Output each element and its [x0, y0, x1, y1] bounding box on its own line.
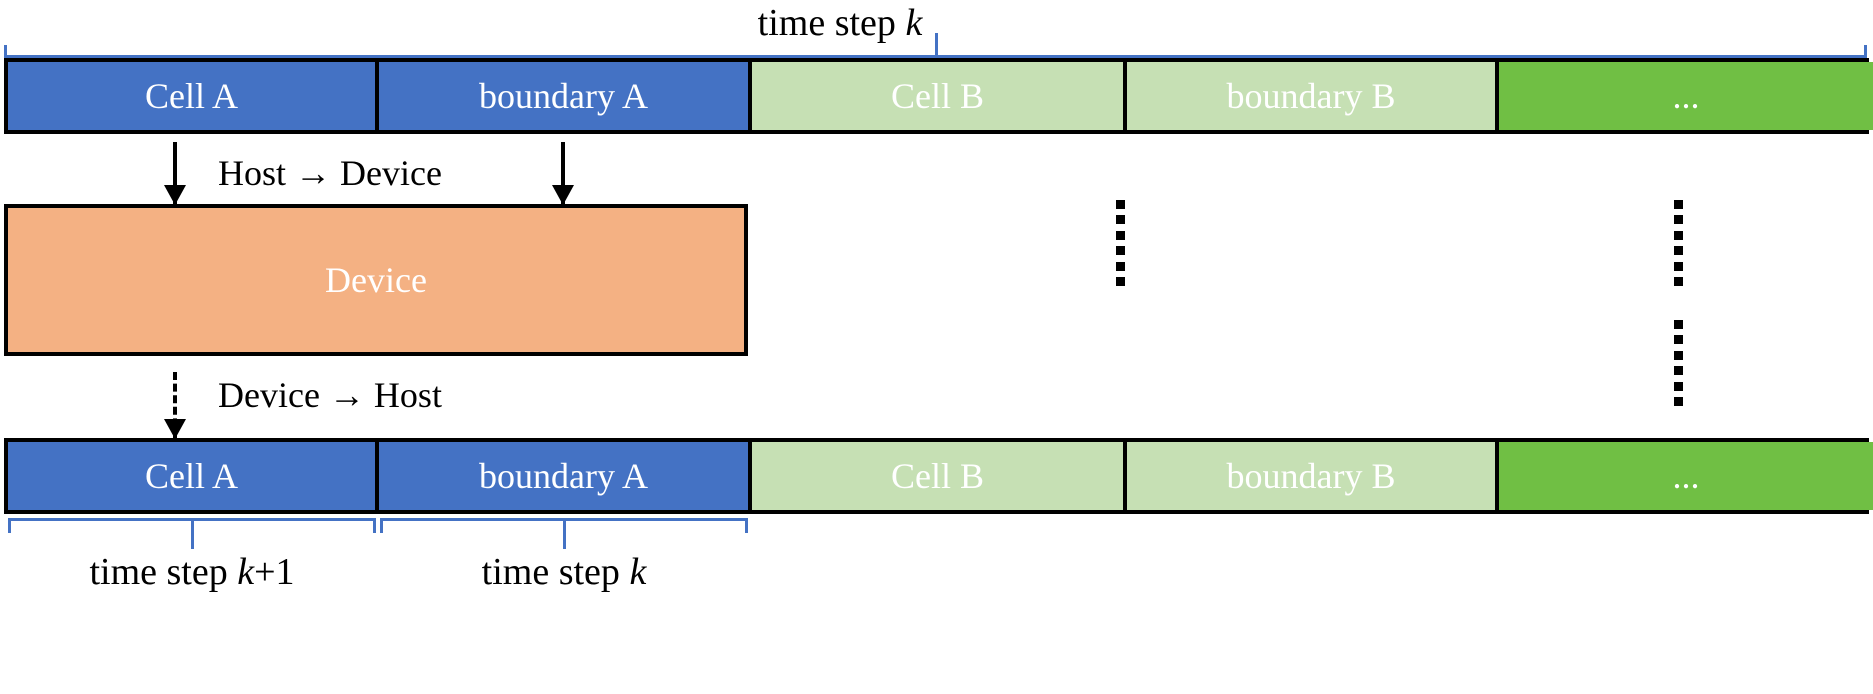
ellipsis-dot	[1674, 215, 1683, 225]
bottom-brace-label-2: time step k	[380, 550, 748, 594]
brace-left-tick	[380, 518, 383, 533]
brace-label-prefix: time step	[89, 551, 238, 593]
top-cell-4-label: ...	[1672, 76, 1700, 116]
vertical-ellipsis-0-0	[1116, 200, 1125, 286]
host-to-device-arrow-right	[552, 142, 574, 205]
ellipsis-dot	[1116, 230, 1125, 240]
brace-right-tick	[373, 518, 376, 533]
bottom-cell-2: Cell B	[752, 442, 1127, 510]
bottom-brace-label-1: time step k+1	[8, 550, 376, 594]
bottom-brace-k-plus-1: time step k+1	[8, 518, 376, 593]
ellipsis-dot	[1116, 246, 1125, 256]
ellipsis-dot	[1674, 320, 1683, 329]
top-cell-3-label: boundary B	[1226, 76, 1396, 116]
top-cell-2-label: Cell B	[890, 76, 984, 116]
top-time-step-symbol: k	[905, 2, 923, 44]
arrow-head	[164, 185, 186, 205]
top-cell-3: boundary B	[1127, 62, 1499, 130]
ellipsis-dot	[1674, 261, 1683, 271]
arrow-shaft-dashed	[173, 372, 177, 438]
ellipsis-dot	[1674, 230, 1683, 240]
arrow-shaft	[173, 142, 177, 204]
bottom-cell-1: boundary A	[379, 442, 752, 510]
brace-bar	[380, 518, 748, 521]
brace-label-suffix: +1	[254, 551, 295, 593]
host-to-device-arrow-left	[164, 142, 186, 205]
arrow-shaft	[561, 142, 565, 204]
host-to-device-label: Host → Device	[218, 153, 442, 193]
device-to-host-label: Device → Host	[218, 375, 442, 415]
ellipsis-dot	[1674, 381, 1683, 391]
top-cell-2: Cell B	[752, 62, 1127, 130]
top-brace-bar	[4, 55, 1867, 58]
ellipsis-dot	[1674, 276, 1683, 286]
ellipsis-dot	[1116, 261, 1125, 271]
top-time-step-prefix: time step	[757, 2, 906, 44]
device-box-label: Device	[325, 260, 427, 300]
brace-left-tick	[8, 518, 11, 533]
ellipsis-dot	[1116, 276, 1125, 286]
top-cell-0: Cell A	[8, 62, 379, 130]
bottom-cell-0-label: Cell A	[144, 456, 238, 496]
top-brace-center-tick	[934, 33, 938, 55]
device-to-host-arrow	[164, 372, 186, 439]
top-brace	[4, 33, 1867, 58]
top-brace-right-tick	[1864, 45, 1867, 58]
ellipsis-dot	[1116, 200, 1125, 209]
device-box: Device	[4, 204, 748, 356]
brace-center-tick	[563, 521, 566, 549]
brace-label-prefix: time step	[481, 551, 630, 593]
vertical-ellipsis-1-1	[1674, 320, 1683, 406]
bottom-cell-0: Cell A	[8, 442, 379, 510]
top-cell-1-label: boundary A	[479, 76, 648, 116]
bottom-cell-3: boundary B	[1127, 442, 1499, 510]
ellipsis-dot	[1674, 350, 1683, 360]
top-cell-4: ...	[1499, 62, 1873, 130]
top-time-step-label: time step k	[690, 0, 990, 46]
vertical-ellipsis-1-0	[1674, 200, 1683, 286]
bottom-cell-1-label: boundary A	[479, 456, 648, 496]
bottom-cell-2-label: Cell B	[890, 456, 984, 496]
brace-label-symbol: k	[237, 551, 255, 593]
bottom-brace-k: time step k	[380, 518, 748, 593]
bottom-cell-strip: Cell A boundary A Cell B boundary B...	[4, 438, 1873, 514]
brace-center-tick	[191, 521, 194, 549]
top-cell-1: boundary A	[379, 62, 752, 130]
ellipsis-dot	[1674, 200, 1683, 209]
ellipsis-dot	[1674, 335, 1683, 345]
bottom-cell-4-label: ...	[1672, 456, 1700, 496]
brace-bar	[8, 518, 376, 521]
ellipsis-dot	[1674, 246, 1683, 256]
ellipsis-dot	[1674, 366, 1683, 376]
top-brace-left-tick	[4, 45, 7, 58]
top-cell-0-label: Cell A	[144, 76, 238, 116]
ellipsis-dot	[1674, 396, 1683, 406]
ellipsis-dot	[1116, 215, 1125, 225]
brace-right-tick	[745, 518, 748, 533]
arrow-head	[552, 185, 574, 205]
bottom-cell-4: ...	[1499, 442, 1873, 510]
top-cell-strip: Cell A boundary A Cell B boundary B...	[4, 58, 1873, 134]
brace-label-symbol: k	[629, 551, 647, 593]
arrow-head	[164, 419, 186, 439]
bottom-cell-3-label: boundary B	[1226, 456, 1396, 496]
